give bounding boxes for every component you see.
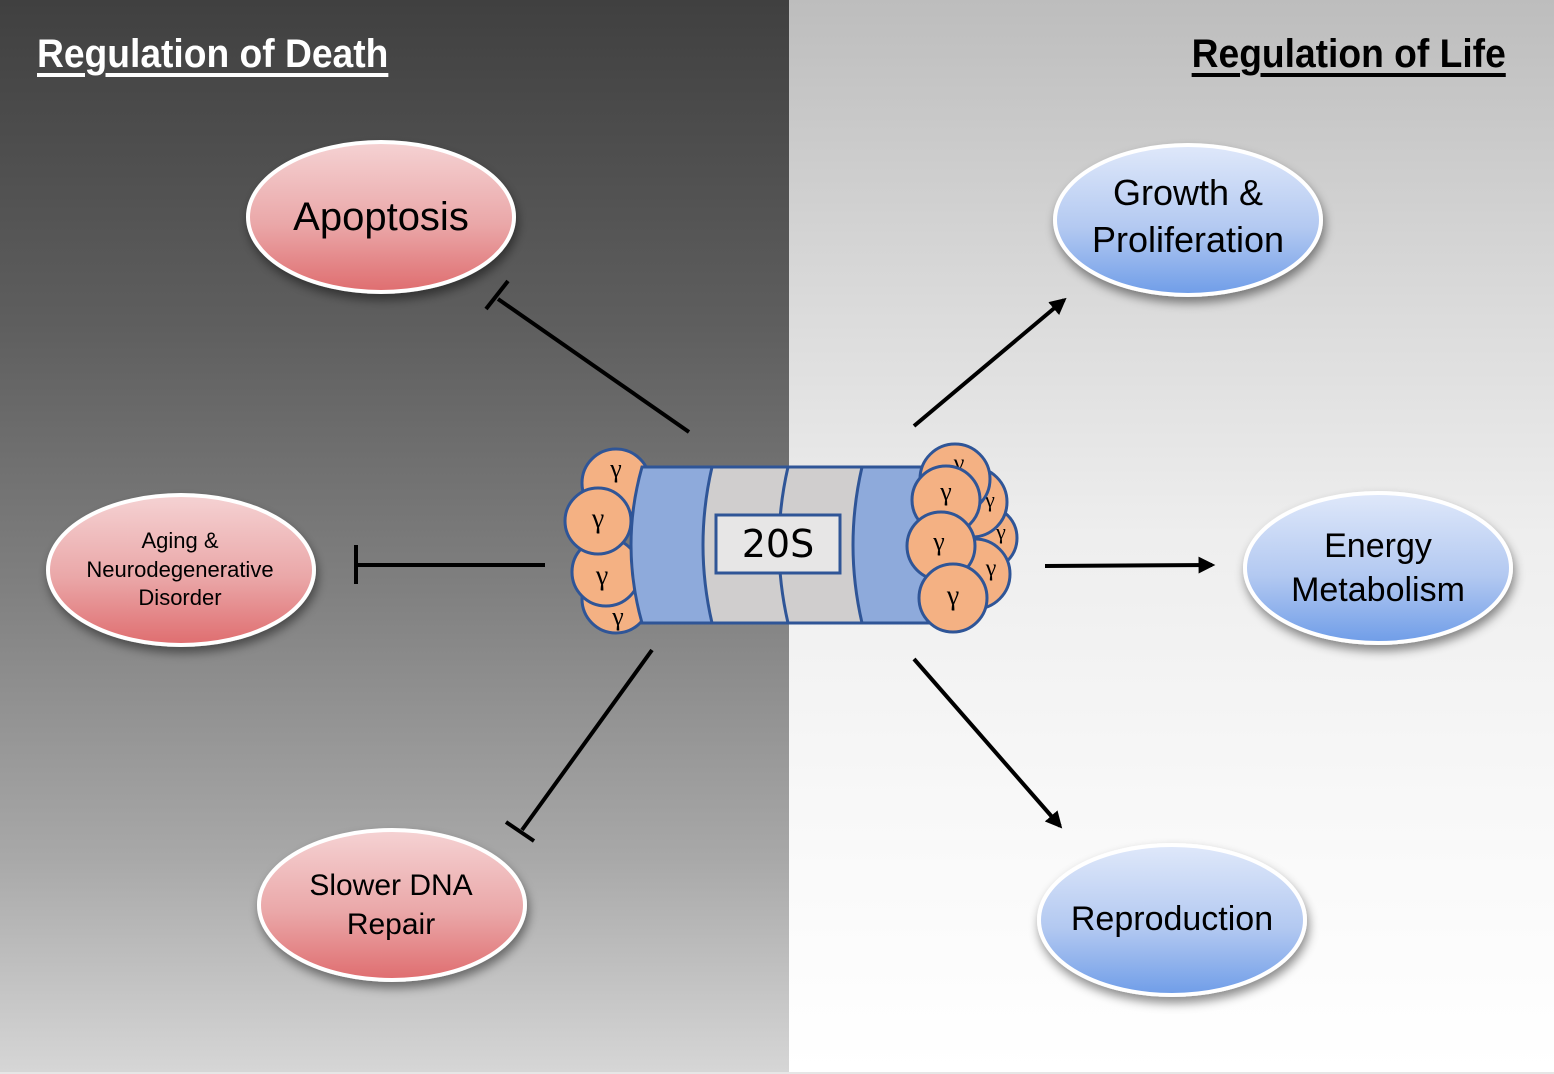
proteasome-20s-core (629, 465, 942, 625)
inhibit-apoptosis-edge (484, 279, 691, 434)
left-gamma-symbol: γ (595, 560, 608, 591)
left-gamma-symbol: γ (611, 602, 624, 631)
promote-growth-edge (912, 297, 1067, 428)
right-gamma-symbol: γ (995, 519, 1006, 544)
right-gamma-symbol: γ (946, 580, 959, 611)
energy-metabolism-node (1243, 491, 1513, 645)
left-gamma-symbol: γ (609, 454, 622, 483)
right-gamma-circle (917, 562, 989, 634)
left-gamma-subunit: γ (563, 486, 633, 556)
growth-proliferation-node (1053, 143, 1323, 297)
slower-dna-repair-node (257, 828, 527, 982)
inhibit-dna-repair-edge (504, 648, 654, 843)
promote-energy-edge (1044, 556, 1216, 574)
bottom-border (0, 1072, 1554, 1074)
right-gamma-symbol: γ (985, 556, 997, 582)
right-gamma-symbol: γ (932, 527, 945, 556)
reproduction-node (1037, 843, 1307, 997)
promote-reproduction-edge (912, 657, 1063, 829)
inhibit-aging-edge (354, 545, 545, 584)
right-gamma-symbol: γ (984, 487, 995, 512)
left-gamma-symbol: γ (591, 503, 604, 534)
proteasome-label-box (714, 513, 842, 575)
apoptosis-node (246, 140, 516, 294)
heading-regulation-of-death: Regulation of Death (37, 32, 389, 76)
right-gamma-symbol: γ (939, 477, 952, 506)
aging-neurodegenerative-node (46, 493, 316, 647)
proteasome-20s-label: 20S (741, 522, 815, 566)
heading-regulation-of-life: Regulation of Life (1191, 32, 1506, 76)
right-gamma-subunit: γ (917, 562, 989, 634)
